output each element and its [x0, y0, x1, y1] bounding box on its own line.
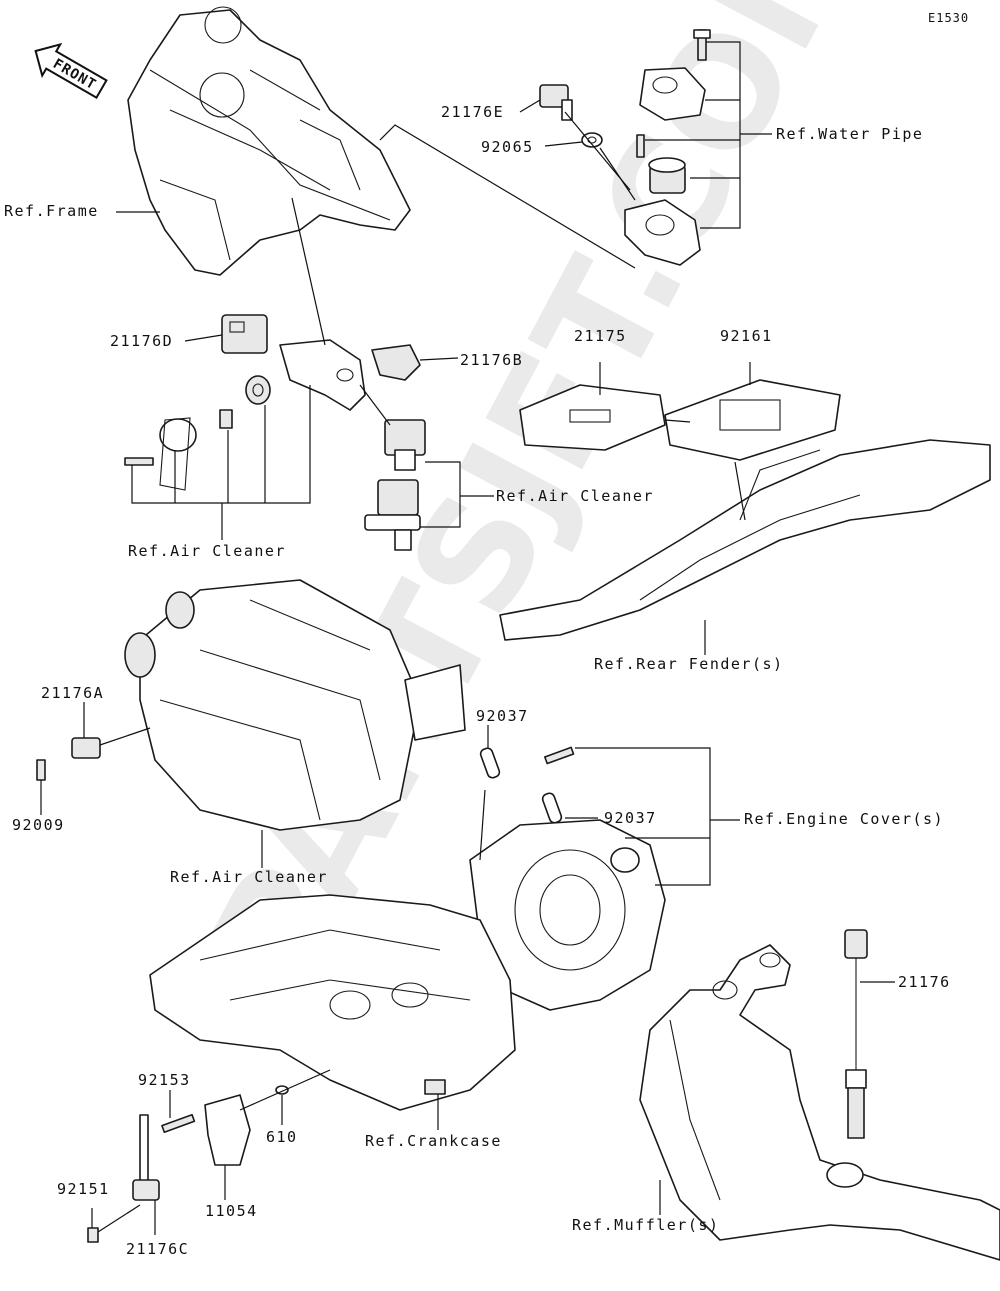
front-direction-arrow: FRONT: [34, 42, 108, 100]
ecu-bracket-92161[interactable]: [664, 379, 841, 461]
bolt-92153[interactable]: [161, 1113, 196, 1134]
callout-92065[interactable]: 92065: [481, 138, 534, 156]
grommet[interactable]: [245, 375, 271, 405]
callout-ref-rear-fender[interactable]: Ref.Rear Fender(s): [594, 655, 784, 673]
air-cleaner-housing[interactable]: [124, 579, 466, 831]
dowel-pin-92037-a[interactable]: [479, 747, 501, 779]
bolt-housing[interactable]: [636, 134, 645, 158]
mounting-bracket[interactable]: [279, 339, 366, 411]
callout-ref-crankcase[interactable]: Ref.Crankcase: [365, 1132, 502, 1150]
callout-21176E[interactable]: 21176E: [441, 103, 505, 121]
leader-lines: [40, 41, 895, 1235]
thermostat-housing-cover[interactable]: [639, 67, 706, 121]
sensor-21176B[interactable]: [371, 344, 421, 381]
switch-21176D[interactable]: [221, 314, 268, 354]
oxygen-sensor-21176[interactable]: [844, 929, 868, 1139]
callout-21175[interactable]: 21175: [574, 327, 627, 345]
oring-610[interactable]: [275, 1085, 289, 1095]
bolt-small[interactable]: [124, 457, 154, 466]
callout-ref-air-cleaner-bracket[interactable]: Ref.Air Cleaner: [128, 542, 286, 560]
washer[interactable]: [159, 418, 197, 452]
callout-92151[interactable]: 92151: [57, 1180, 110, 1198]
rear-fender[interactable]: [499, 439, 991, 641]
callout-ref-frame[interactable]: Ref.Frame: [4, 202, 99, 220]
callout-92037-bottom[interactable]: 92037: [604, 809, 657, 827]
callout-92161[interactable]: 92161: [720, 327, 773, 345]
bolt-engine-cover-a[interactable]: [544, 746, 575, 765]
callout-ref-water-pipe[interactable]: Ref.Water Pipe: [776, 125, 924, 143]
collar[interactable]: [219, 409, 233, 429]
callout-21176B[interactable]: 21176B: [460, 351, 524, 369]
clip-pin[interactable]: [159, 417, 191, 491]
temperature-sensor-21176E[interactable]: [539, 84, 573, 121]
callout-ref-engine-cover[interactable]: Ref.Engine Cover(s): [744, 810, 945, 828]
callout-ref-air-cleaner-valves[interactable]: Ref.Air Cleaner: [496, 487, 654, 505]
callout-11054[interactable]: 11054: [205, 1202, 258, 1220]
callout-21176A[interactable]: 21176A: [41, 684, 105, 702]
gear-position-switch-11054[interactable]: [204, 1094, 251, 1166]
crankcase[interactable]: [149, 894, 516, 1111]
thermostat-housing[interactable]: [624, 199, 701, 266]
callout-ref-muffler[interactable]: Ref.Muffler(s): [572, 1216, 720, 1234]
frame-part[interactable]: [127, 6, 411, 276]
bolt-top[interactable]: [693, 29, 711, 61]
sensor-21176C[interactable]: [132, 1114, 160, 1201]
bolt-92009[interactable]: [36, 759, 46, 781]
exhaust-muffler[interactable]: [639, 944, 1000, 1261]
callout-21176D[interactable]: 21176D: [110, 332, 174, 350]
sensor-21176A[interactable]: [71, 737, 101, 759]
diagram-code: E1530: [928, 11, 970, 25]
bolt-92151[interactable]: [87, 1227, 99, 1243]
callout-21176[interactable]: 21176: [898, 973, 951, 991]
callout-21176C[interactable]: 21176C: [126, 1240, 190, 1258]
callout-610[interactable]: 610: [266, 1128, 298, 1146]
solenoid-valve-lower[interactable]: [364, 479, 421, 551]
dowel-pin-92037-b[interactable]: [541, 792, 563, 824]
callout-92009[interactable]: 92009: [12, 816, 65, 834]
thermostat[interactable]: [648, 157, 686, 194]
ecu-21175[interactable]: [519, 384, 666, 451]
callout-ref-air-cleaner-housing[interactable]: Ref.Air Cleaner: [170, 868, 328, 886]
solenoid-valve-upper[interactable]: [384, 419, 426, 471]
callout-92037-top[interactable]: 92037: [476, 707, 529, 725]
callout-92153[interactable]: 92153: [138, 1071, 191, 1089]
